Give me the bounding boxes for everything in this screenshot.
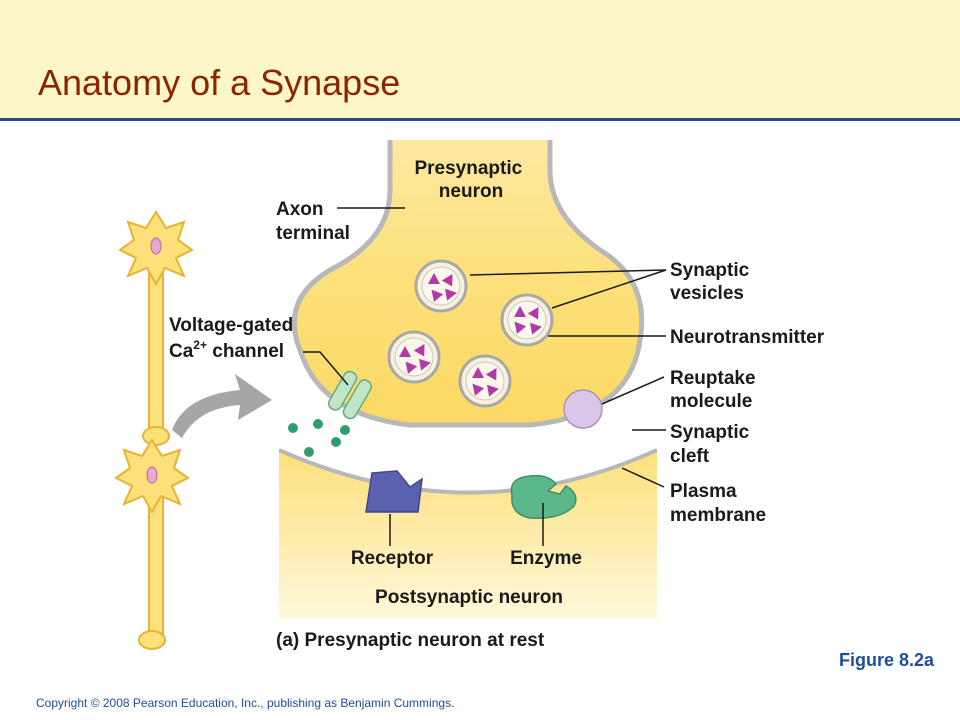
neuron-chain-illustration bbox=[114, 210, 194, 650]
voltage-gated-channel bbox=[327, 370, 373, 420]
receptor-protein bbox=[365, 470, 423, 513]
zoom-arrow bbox=[172, 374, 272, 438]
voltage-gated-label-line1: Voltage-gated bbox=[169, 315, 293, 336]
reuptake-molecule bbox=[563, 389, 603, 429]
slide-title: Anatomy of a Synapse bbox=[38, 62, 401, 103]
figure-number: Figure 8.2a bbox=[838, 650, 934, 670]
neurotransmitter-label: Neurotransmitter bbox=[670, 327, 825, 348]
plasma-membrane-label: Plasma membrane bbox=[670, 481, 766, 526]
receptor-label: Receptor bbox=[351, 548, 434, 569]
synaptic-vesicle bbox=[414, 259, 468, 313]
calcium-ions bbox=[288, 419, 350, 457]
title-bar bbox=[0, 0, 960, 118]
enzyme-protein bbox=[510, 474, 577, 519]
leader-lines bbox=[303, 207, 667, 546]
voltage-gated-label-line2: Ca2+ channel bbox=[169, 338, 284, 362]
axon-terminal-label: Axon terminal bbox=[276, 199, 350, 244]
title-divider bbox=[0, 118, 960, 121]
synaptic-vesicle bbox=[500, 293, 554, 347]
reuptake-label: Reuptake molecule bbox=[670, 368, 761, 412]
figure-caption: (a) Presynaptic neuron at rest bbox=[276, 630, 545, 651]
synaptic-cleft-label: Synaptic cleft bbox=[670, 422, 754, 467]
presynaptic-axon-terminal bbox=[291, 140, 645, 428]
synaptic-vesicle bbox=[458, 354, 512, 408]
postsynaptic-label: Postsynaptic neuron bbox=[375, 587, 563, 608]
synaptic-vesicles-label: Synaptic vesicles bbox=[670, 260, 754, 304]
copyright-notice: Copyright © 2008 Pearson Education, Inc.… bbox=[36, 696, 455, 710]
synaptic-vesicle bbox=[387, 330, 441, 384]
presynaptic-label: Presynaptic neuron bbox=[414, 158, 527, 202]
enzyme-label: Enzyme bbox=[510, 548, 582, 569]
